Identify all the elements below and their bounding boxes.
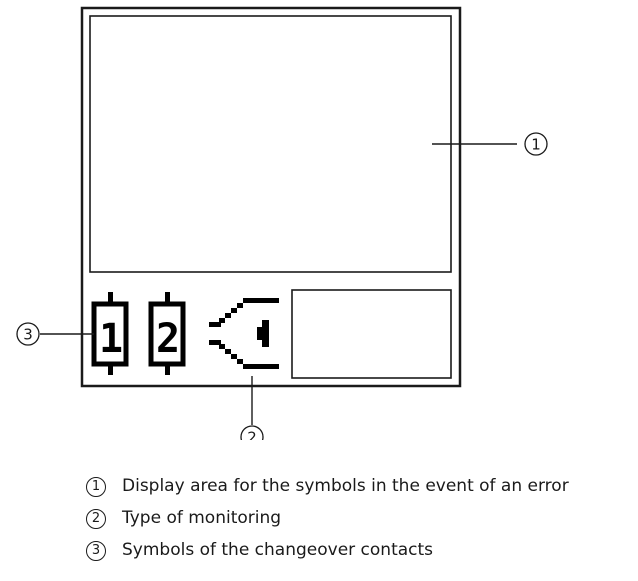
error-display-area	[89, 15, 452, 273]
legend-2-text: Type of monitoring	[122, 508, 282, 528]
callout-3-number: 3	[23, 326, 33, 344]
callout-1-number: 1	[531, 136, 541, 154]
callout-2-circle	[240, 425, 264, 440]
display-frame	[80, 6, 462, 388]
contact-1-number: 1	[99, 316, 123, 362]
legend-2-number: 2	[86, 509, 106, 529]
legend-3-text: Symbols of the changeover contacts	[122, 540, 434, 560]
legend-item-3: 3 Symbols of the changeover contacts	[0, 537, 638, 567]
changeover-contact-1-icon: 1	[91, 292, 129, 375]
device-display-diagram: 1 2 1 2 3	[16, 6, 548, 441]
legend-1-text: Display area for the symbols in the even…	[122, 476, 569, 496]
callout-1-circle	[524, 132, 548, 156]
legend-3-number: 3	[86, 541, 106, 561]
changeover-contact-2-icon: 2	[148, 292, 186, 375]
legend-item-2: 2 Type of monitoring	[0, 505, 638, 535]
callout-2-number: 2	[247, 429, 257, 441]
monitoring-type-icon	[209, 298, 279, 369]
legend-item-1: 1 Display area for the symbols in the ev…	[0, 473, 638, 503]
contact-2-number: 2	[156, 316, 180, 362]
callout-3-circle	[16, 322, 40, 346]
legend-1-number: 1	[86, 477, 106, 497]
small-display-area	[291, 289, 452, 379]
